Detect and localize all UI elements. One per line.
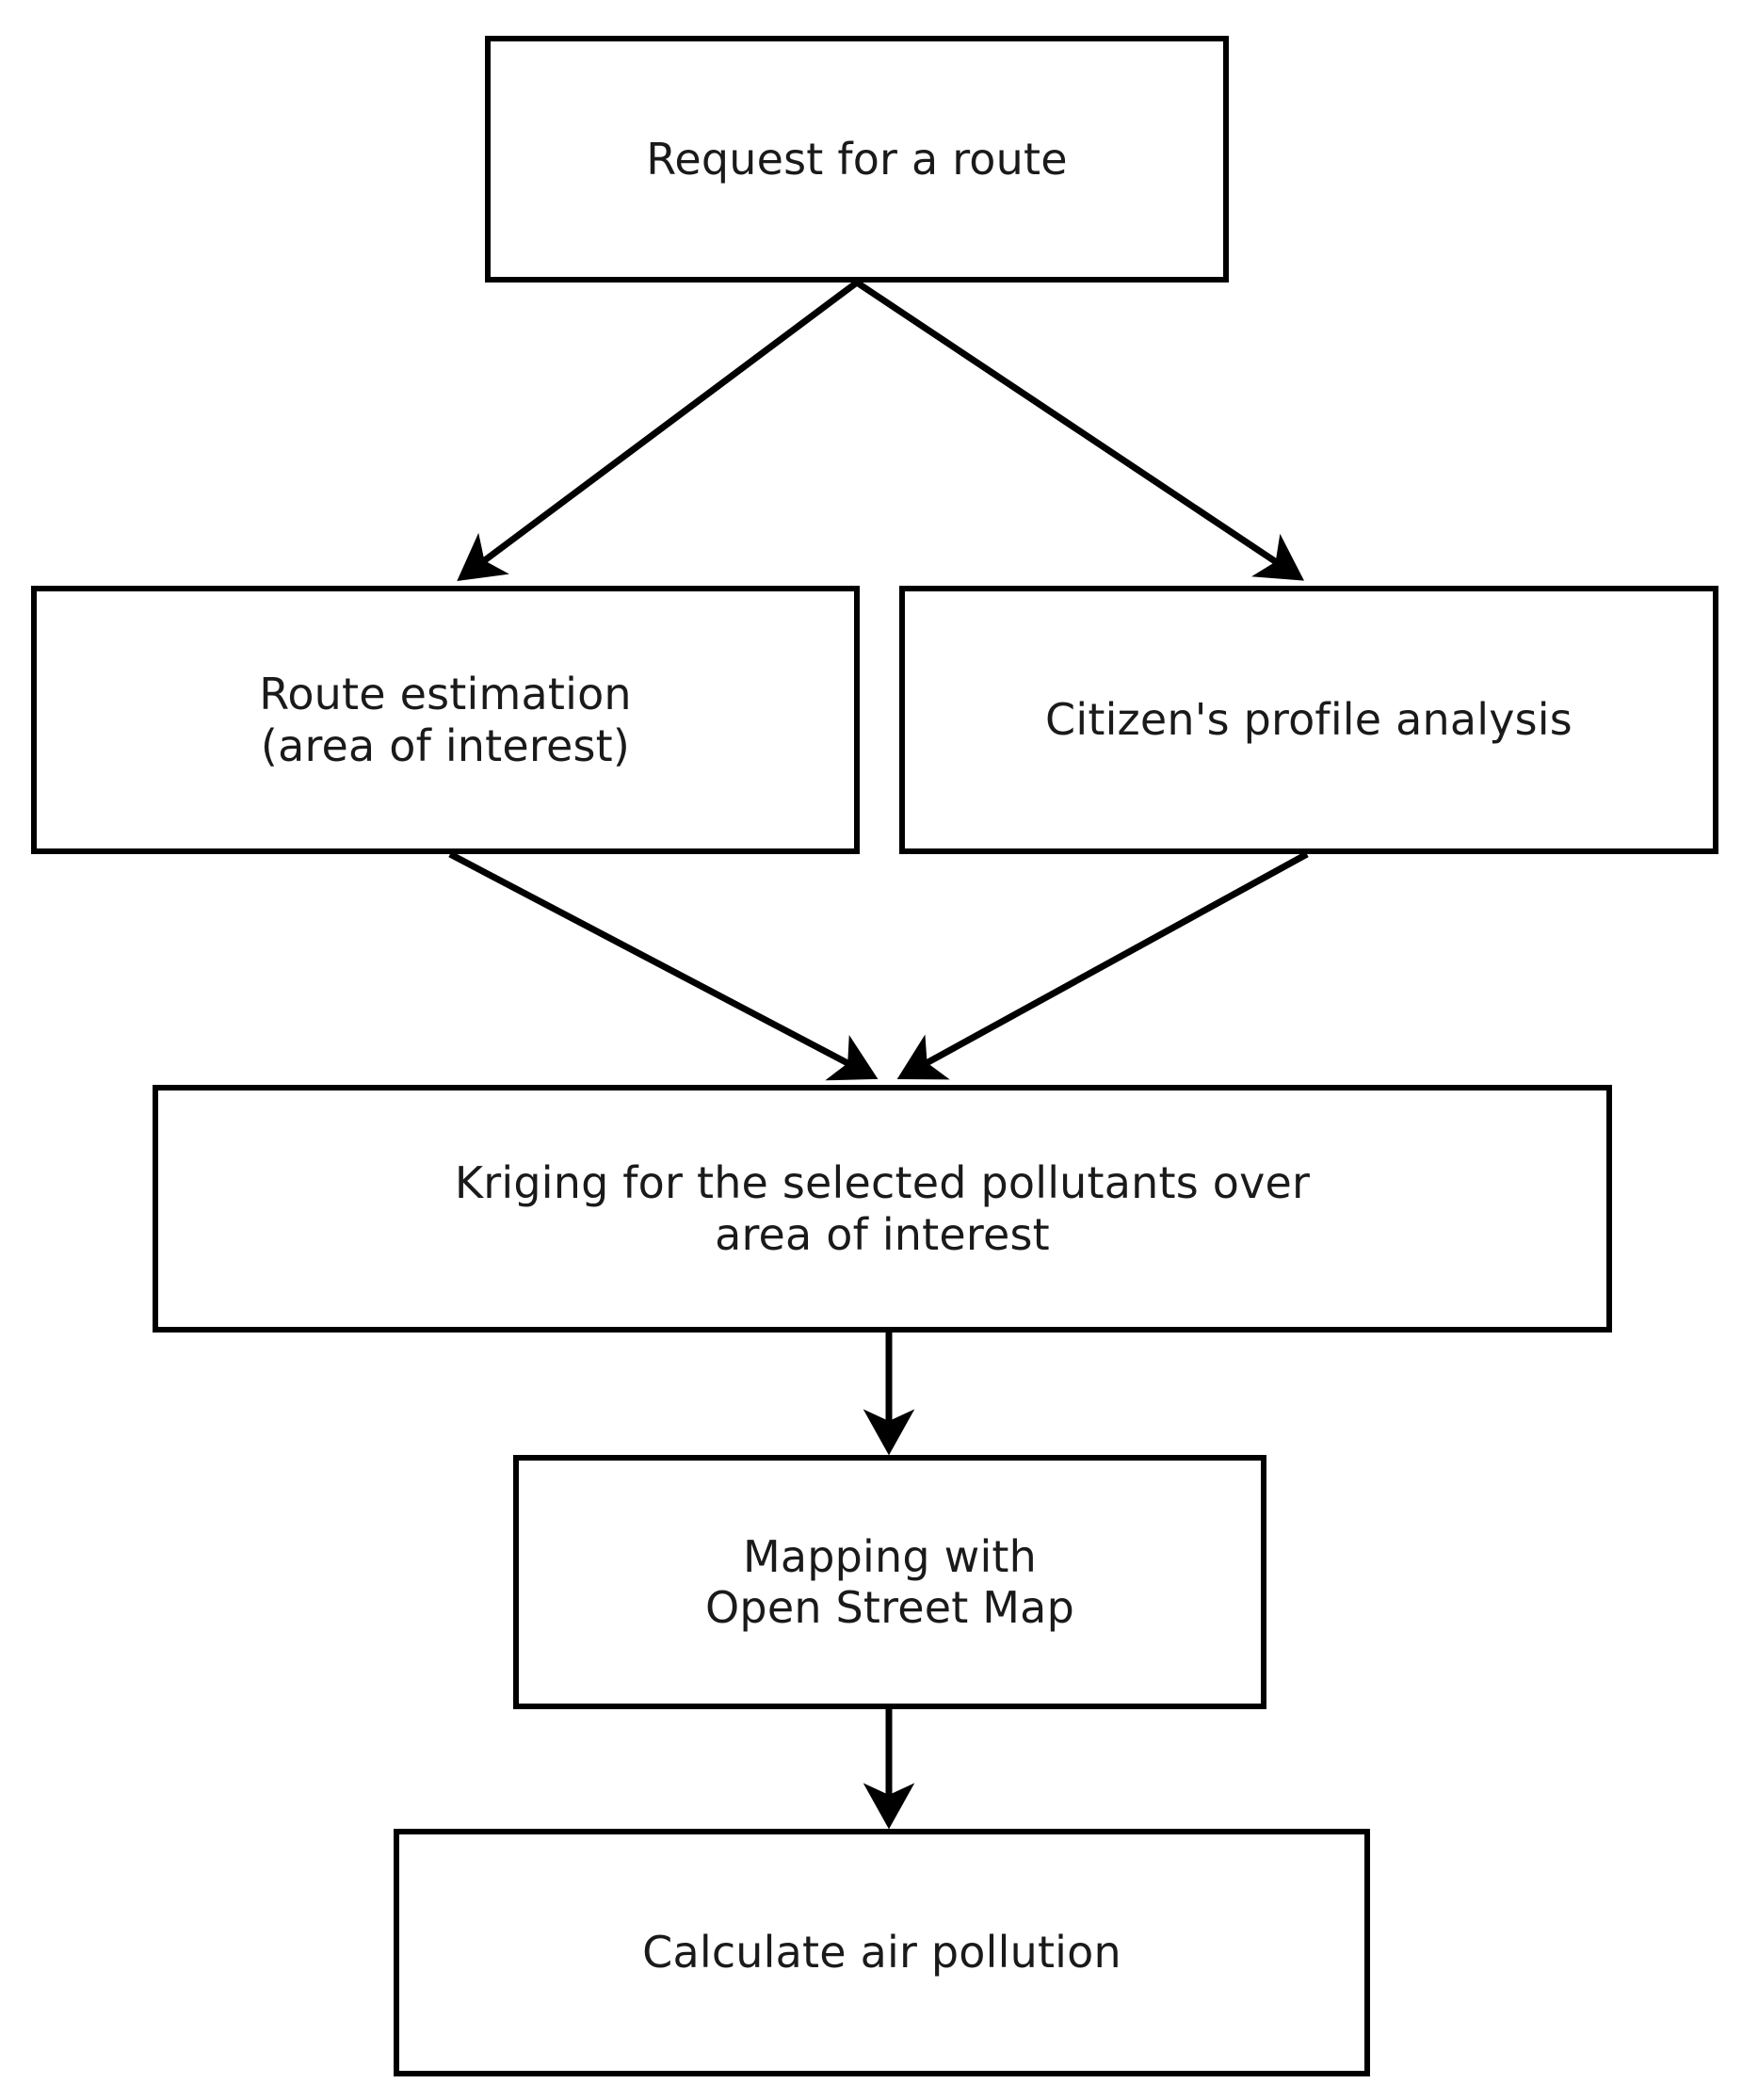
node-route-estimation[interactable]: Route estimation (area of interest) — [31, 586, 860, 854]
connector-route-to-kriging — [448, 850, 879, 1081]
node-request-for-a-route[interactable]: Request for a route — [485, 36, 1229, 283]
node-label-calculate: Calculate air pollution — [642, 1927, 1121, 1979]
connector-request-to-citizen — [855, 280, 1304, 581]
node-label-citizen-profile: Citizen's profile analysis — [1045, 694, 1573, 746]
node-label-route-estimation: Route estimation (area of interest) — [259, 669, 632, 771]
node-citizen-profile-analysis[interactable]: Citizen's profile analysis — [899, 586, 1718, 854]
connector-citizen-to-kriging — [896, 850, 1309, 1080]
node-kriging-selected-pollutants[interactable]: Kriging for the selected pollutants over… — [153, 1085, 1612, 1333]
node-label-kriging: Kriging for the selected pollutants over… — [454, 1157, 1311, 1260]
node-label-request: Request for a route — [646, 133, 1068, 185]
node-label-mapping: Mapping with Open Street Map — [705, 1530, 1074, 1633]
node-mapping-open-street-map[interactable]: Mapping with Open Street Map — [513, 1455, 1266, 1709]
node-calculate-air-pollution[interactable]: Calculate air pollution — [394, 1829, 1370, 2076]
connector-request-to-route — [457, 280, 860, 582]
